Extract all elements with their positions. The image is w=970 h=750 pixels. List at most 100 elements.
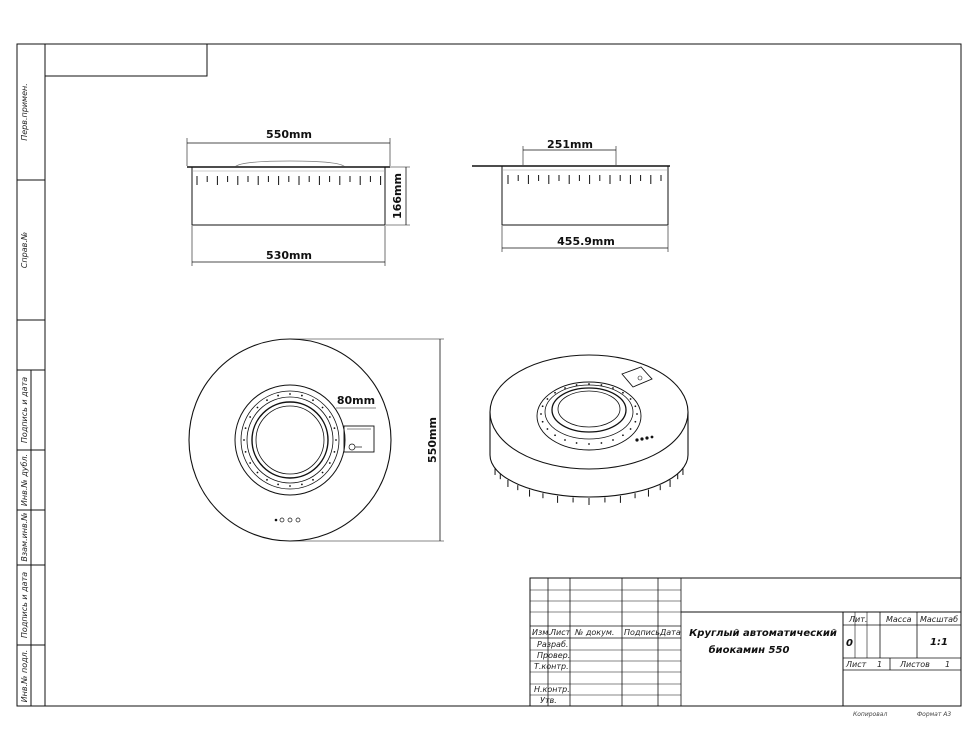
- stamp-podpis-2: Подпись и дата: [20, 572, 29, 638]
- iso-vent-marks: [494, 467, 684, 505]
- burner-hole: [554, 434, 556, 437]
- isometric-view: [489, 354, 689, 505]
- burner-hole: [321, 471, 324, 474]
- burner-hole: [588, 383, 590, 385]
- plan-button-3: [295, 517, 301, 523]
- burner-hole: [249, 416, 252, 418]
- tb-header-dokum: № докум.: [574, 628, 614, 637]
- tb-sheets-label: Листов: [899, 660, 930, 669]
- stamp-vzam-inv: Взам.инв.№: [20, 512, 29, 561]
- burner-hole: [634, 420, 637, 423]
- burner-hole: [249, 462, 252, 464]
- burner-hole: [546, 398, 549, 400]
- tb-header-izm: Изм.: [532, 628, 551, 637]
- stamp-inv-dubl: Инв.№ дубл.: [20, 454, 29, 506]
- dim-front-bottom-width: 530mm: [266, 249, 312, 262]
- burner-hole: [289, 393, 291, 395]
- burner-hole: [335, 439, 337, 441]
- burner-hole: [612, 387, 614, 389]
- burner-hole: [634, 405, 637, 408]
- burner-hole: [600, 442, 603, 444]
- stamp-podpis-1: Подпись и дата: [20, 377, 29, 443]
- tb-header-podpis: Подпись: [624, 628, 660, 637]
- burner-hole: [622, 391, 624, 394]
- tb-role-nkontr: Н.контр.: [534, 685, 570, 694]
- footer-copied: Копировал: [853, 711, 887, 718]
- tb-scale-label: Масштаб: [920, 615, 958, 624]
- side-stamp-column: Перв.примен. Справ.№ Подпись и дата Инв.…: [17, 83, 45, 706]
- burner-hole: [328, 416, 331, 418]
- burner-hole: [301, 483, 303, 486]
- burner-hole: [546, 428, 549, 430]
- burner-hole: [256, 406, 259, 409]
- burner-hole: [277, 394, 279, 397]
- dim-plan-burner: 80mm: [337, 394, 375, 407]
- burner-hole: [256, 471, 259, 474]
- plan-button-1: [279, 517, 285, 523]
- burner-hole: [540, 413, 542, 415]
- burner-hole: [588, 443, 590, 445]
- burner-hole: [541, 405, 544, 408]
- tb-sheet-label: Лист: [845, 660, 867, 669]
- front-view: 550mm 530mm 166mm: [186, 128, 410, 266]
- side-view: 251mm 455.9mm: [472, 138, 670, 252]
- burner-hole: [277, 483, 279, 486]
- burner-hole: [243, 439, 245, 441]
- tb-role-razrab: Разраб.: [537, 640, 568, 649]
- dim-front-top-width: 550mm: [266, 128, 312, 141]
- tb-sheet-value: 1: [877, 660, 882, 669]
- tb-role-utv: Утв.: [540, 696, 557, 705]
- stamp-perv-primen: Перв.примен.: [20, 83, 29, 141]
- burner-hole: [564, 387, 566, 389]
- stamp-inv-podl: Инв.№ подл.: [20, 650, 29, 703]
- dim-side-bottom-width: 455.9mm: [557, 235, 615, 248]
- dim-side-top-width: 251mm: [547, 138, 593, 151]
- burner-hole: [541, 420, 544, 423]
- burner-hole: [612, 439, 614, 441]
- tb-mass-label: Масса: [886, 615, 912, 624]
- burner-hole: [564, 439, 566, 441]
- stamp-sprav: Справ.№: [20, 232, 29, 268]
- burner-hole: [321, 406, 324, 409]
- burner-hole: [244, 427, 247, 429]
- plan-button-2: [287, 517, 293, 523]
- tb-title-line2: биокамин 550: [709, 644, 790, 656]
- tb-role-prover: Провер.: [537, 651, 570, 660]
- burner-hole: [328, 462, 331, 464]
- footer-format: Формат А3: [917, 711, 951, 718]
- tb-lit-label: Лит.: [848, 615, 867, 624]
- outer-frame: [16, 43, 962, 707]
- dim-plan-diameter: 550mm: [426, 417, 439, 463]
- burner-hole: [575, 442, 578, 444]
- burner-hole: [629, 428, 632, 430]
- burner-hole: [575, 384, 578, 386]
- iso-burner-holes: [540, 383, 638, 445]
- plan-control-box: [343, 425, 375, 453]
- burner-hole: [266, 478, 268, 481]
- plan-burner-holes: [243, 393, 337, 487]
- burner-hole: [600, 384, 603, 386]
- tb-header-list: Лист: [549, 628, 571, 637]
- front-vent-marks: [196, 176, 382, 185]
- burner-hole: [289, 485, 291, 487]
- iso-control-box: [621, 366, 653, 388]
- burner-hole: [554, 391, 556, 394]
- title-block: Изм. Лист № докум. Подпись Дата Разраб. …: [529, 577, 962, 707]
- burner-hole: [622, 434, 624, 437]
- plan-view: 80mm 550mm: [188, 338, 444, 542]
- side-vent-marks: [507, 175, 662, 184]
- burner-hole: [333, 427, 336, 429]
- tb-role-tkontr: Т.контр.: [534, 662, 569, 671]
- tb-scale-value: 1:1: [930, 637, 948, 648]
- burner-hole: [312, 478, 314, 481]
- burner-hole: [333, 451, 336, 453]
- burner-hole: [301, 394, 303, 397]
- burner-hole: [312, 399, 314, 402]
- burner-hole: [244, 451, 247, 453]
- tb-lit-value: 0: [846, 638, 853, 649]
- top-left-box: [44, 43, 208, 77]
- tb-sheets-value: 1: [945, 660, 950, 669]
- tb-title-line1: Круглый автоматический: [689, 628, 837, 639]
- dim-front-height: 166mm: [391, 173, 404, 219]
